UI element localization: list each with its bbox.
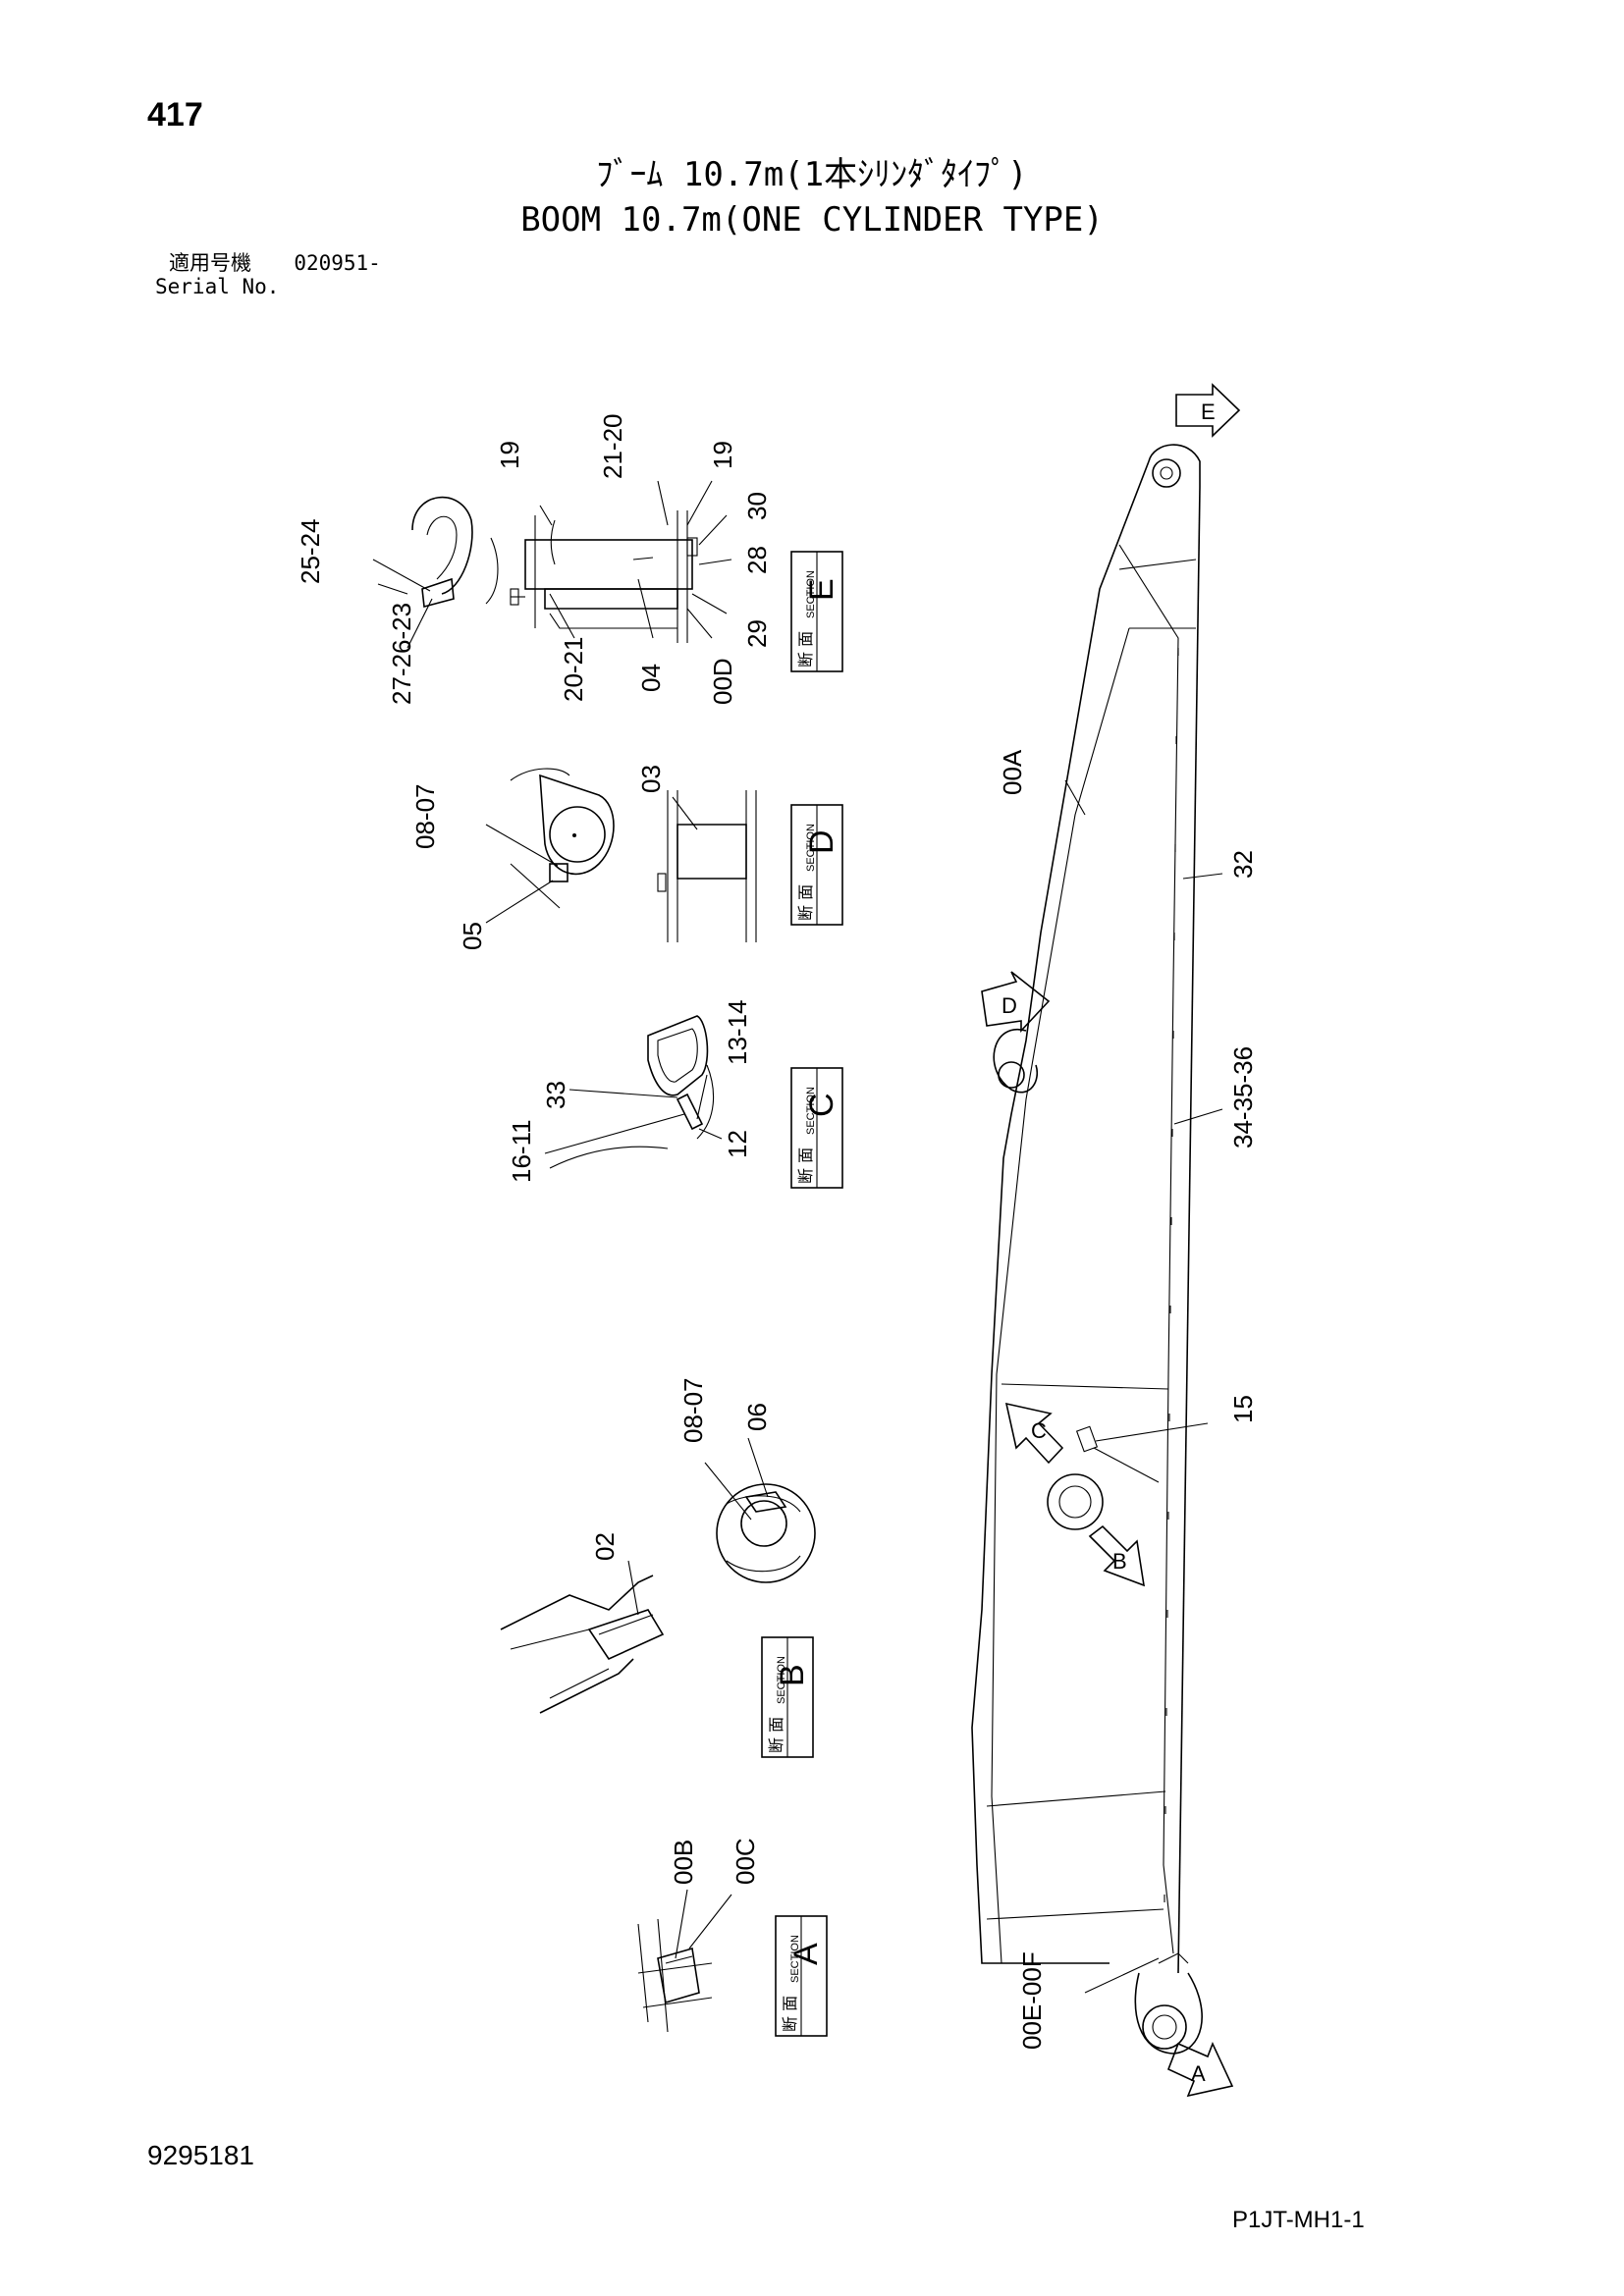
svg-text:02: 02: [590, 1532, 620, 1561]
svg-text:00B: 00B: [669, 1840, 698, 1885]
serial-label-en: Serial No.: [155, 275, 280, 298]
svg-text:断 面: 断 面: [796, 1148, 815, 1184]
view-arrow-e-label: E: [1201, 400, 1216, 424]
svg-text:04: 04: [636, 664, 666, 692]
view-arrow-b-label: B: [1112, 1549, 1127, 1574]
document-number: 9295181: [147, 2140, 255, 2170]
bracket-pin-icon: [998, 1061, 1025, 1089]
svg-text:00C: 00C: [731, 1838, 760, 1885]
serial-block: 適用号機 020951- Serial No.: [155, 251, 381, 298]
section-box-e: E 断 面 SECTION: [790, 551, 843, 672]
view-arrow-c-label: C: [1031, 1418, 1047, 1443]
svg-text:21-20: 21-20: [598, 414, 627, 480]
view-arrow-a-label: A: [1191, 2061, 1206, 2086]
section-box-d: D 断 面 SECTION: [790, 804, 843, 926]
svg-text:06: 06: [742, 1403, 772, 1431]
callout-32: 32: [1182, 850, 1258, 880]
svg-text:SECTION: SECTION: [789, 1935, 801, 1983]
detail-b-boss: [716, 1483, 816, 1583]
svg-text:断 面: 断 面: [781, 1996, 799, 2032]
view-arrow-c: C: [1004, 1402, 1064, 1465]
detail-e-pin: [510, 510, 698, 643]
callouts-b: 08-07 06 02: [590, 1378, 772, 1616]
svg-text:B: B: [774, 1664, 811, 1686]
svg-text:13-14: 13-14: [723, 1000, 752, 1066]
callouts-d: 08-07 05 03: [410, 765, 698, 950]
view-arrow-a: A: [1166, 2041, 1234, 2098]
svg-text:SECTION: SECTION: [805, 824, 817, 872]
svg-text:15: 15: [1228, 1395, 1258, 1423]
section-box-a: A 断 面 SECTION: [775, 1915, 828, 2037]
callouts-e: 19 21-20 19 30 28 29 00D 04 20-21 27-26-…: [296, 414, 772, 706]
callouts-a: 00B 00C: [669, 1838, 760, 1959]
detail-e-clamp: [377, 496, 499, 609]
boom-outline: [971, 444, 1203, 2055]
svg-text:20-21: 20-21: [559, 637, 588, 703]
detail-a-plate: [637, 1918, 713, 2033]
svg-text:30: 30: [742, 492, 772, 520]
tip-pin-icon: [1152, 458, 1181, 488]
svg-text:00A: 00A: [998, 749, 1027, 795]
svg-text:SECTION: SECTION: [805, 1087, 817, 1135]
svg-text:34-35-36: 34-35-36: [1228, 1046, 1258, 1148]
svg-text:29: 29: [742, 619, 772, 648]
serial-value: 020951-: [294, 251, 381, 275]
svg-text:断 面: 断 面: [767, 1717, 785, 1753]
callout-34-35-36: 34-35-36: [1173, 1046, 1258, 1148]
callouts-c: 13-14 33 16-11 12: [507, 1000, 752, 1184]
svg-text:32: 32: [1228, 850, 1258, 879]
svg-text:断 面: 断 面: [796, 884, 815, 921]
svg-text:C: C: [803, 1093, 840, 1117]
svg-text:05: 05: [458, 922, 487, 950]
detail-d-band: [657, 790, 757, 942]
page-number: 417: [147, 96, 203, 133]
svg-text:A: A: [787, 1943, 825, 1965]
svg-text:33: 33: [541, 1081, 570, 1109]
view-arrow-d-label: D: [1001, 993, 1017, 1018]
detail-d-clamp: [510, 768, 615, 909]
svg-text:03: 03: [636, 765, 666, 793]
svg-text:08-07: 08-07: [678, 1378, 708, 1444]
svg-text:D: D: [803, 829, 840, 854]
svg-text:SECTION: SECTION: [776, 1656, 787, 1704]
serial-row: 適用号機 020951-: [169, 251, 381, 275]
svg-text:00E-00F: 00E-00F: [1017, 1951, 1047, 2050]
foot-pin-icon: [1142, 2004, 1187, 2050]
svg-text:19: 19: [495, 441, 524, 469]
title-japanese: ﾌﾞｰﾑ 10.7m(1本ｼﾘﾝﾀﾞﾀｲﾌﾟ): [596, 155, 1028, 194]
foot-boss-icon: [1047, 1473, 1104, 1530]
detail-c-bracket: [549, 1015, 715, 1169]
svg-text:00D: 00D: [708, 658, 737, 705]
svg-text:08-07: 08-07: [410, 784, 440, 850]
title-english: BOOM 10.7m(ONE CYLINDER TYPE): [520, 200, 1104, 240]
callout-15: 15: [1095, 1395, 1258, 1442]
svg-text:16-11: 16-11: [507, 1119, 536, 1183]
serial-label-jp: 適用号機: [169, 251, 251, 275]
view-arrow-d: D: [981, 971, 1051, 1034]
callout-00e-00f: 00E-00F: [1017, 1951, 1160, 2050]
svg-text:19: 19: [708, 441, 737, 469]
svg-text:E: E: [803, 578, 840, 601]
svg-text:25-24: 25-24: [296, 519, 325, 585]
callout-00a: 00A: [998, 749, 1086, 816]
view-arrow-b: B: [1088, 1524, 1146, 1587]
section-box-c: C 断 面 SECTION: [790, 1067, 843, 1189]
svg-text:断 面: 断 面: [796, 631, 815, 667]
section-box-b: B 断 面 SECTION: [761, 1636, 814, 1758]
svg-text:27-26-23: 27-26-23: [387, 603, 416, 705]
page-code: P1JT-MH1-1: [1232, 2207, 1365, 2233]
view-arrow-e: E: [1175, 383, 1241, 438]
svg-text:SECTION: SECTION: [805, 570, 817, 618]
svg-text:28: 28: [742, 546, 772, 574]
detail-b-arm: [500, 1575, 665, 1714]
svg-text:12: 12: [723, 1130, 752, 1158]
